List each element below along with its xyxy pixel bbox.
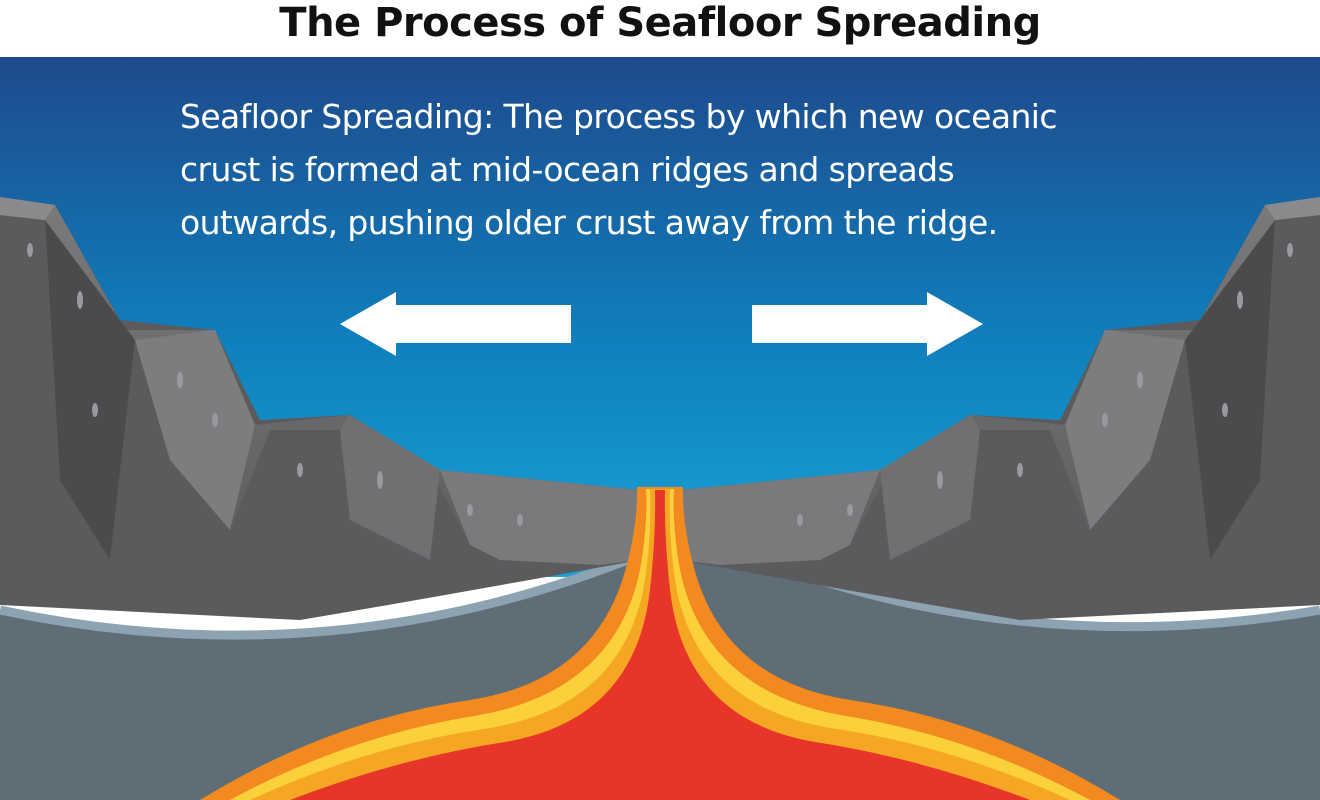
definition-text: Seafloor Spreading: The process by which…: [180, 90, 1240, 249]
diagram-title: The Process of Seafloor Spreading: [0, 0, 1320, 50]
